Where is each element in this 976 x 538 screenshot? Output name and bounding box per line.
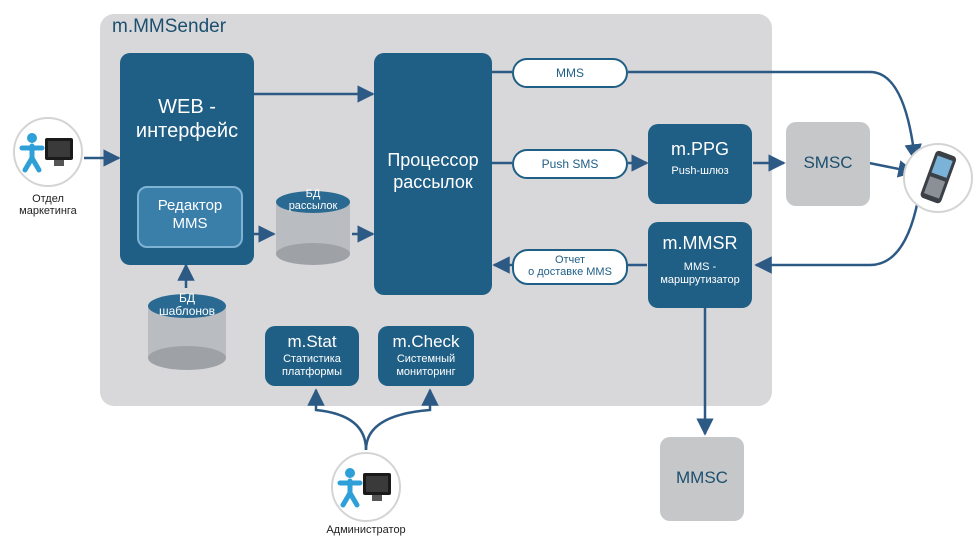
check-box: m.Check Системный мониторинг	[378, 326, 474, 386]
mmsr-box: m.MMSR MMS - маршрутизатор	[648, 222, 752, 308]
ppg-box: m.PPG Push-шлюз	[648, 124, 752, 204]
arrow-phone-mmsr	[754, 199, 920, 274]
db-mailing-line1: БД	[305, 188, 321, 200]
push-sms-pill: Push SMS	[512, 149, 628, 179]
arrow-admin-stat	[307, 388, 368, 451]
check-line1: Системный	[396, 353, 456, 365]
mmsr-line1: MMS -	[683, 261, 717, 273]
mmsr-line2: маршрутизатор	[660, 274, 740, 286]
check-title: m.Check	[392, 332, 460, 351]
stat-title: m.Stat	[287, 332, 337, 351]
smsc-label: SMSC	[803, 153, 853, 172]
marketing-label: Отдел маркетинга	[8, 193, 88, 217]
processor-box: Процессор рассылок	[374, 53, 492, 295]
mms-pill: MMS	[512, 58, 628, 88]
mmsc-box: MMSC	[660, 437, 744, 521]
arrow-admin-check	[364, 388, 439, 451]
db-templates-label: БД шаблонов	[148, 291, 226, 319]
mmsr-title: m.MMSR	[662, 233, 738, 253]
processor-line1: Процессор	[387, 150, 479, 170]
marketing-line2: маркетинга	[19, 205, 77, 218]
marketing-line1: Отдел	[32, 193, 64, 205]
ppg-title: m.PPG	[670, 139, 729, 159]
db-templates-line1: БД	[178, 291, 195, 305]
stat-box: m.Stat Статистика платформы	[265, 326, 359, 386]
stat-line1: Статистика	[283, 353, 341, 365]
web-subtitle: интерфейс	[135, 120, 239, 142]
mms-editor-box: Редактор MMS	[137, 186, 243, 248]
db-mailing-line2: рассылок	[288, 200, 338, 213]
db-mailing-label: БД рассылок	[276, 188, 350, 212]
editor-line2: MMS	[172, 215, 208, 232]
mmsc-label: MMSC	[676, 468, 728, 487]
report-pill: Отчет о доставке MMS	[512, 249, 628, 285]
processor-line2: рассылок	[393, 172, 473, 192]
ppg-subtitle: Push-шлюз	[671, 165, 729, 177]
db-templates-line2: шаблонов	[158, 304, 216, 319]
report-line2: о доставке MMS	[528, 266, 612, 278]
report-line1: Отчет	[554, 254, 586, 267]
system-title: m.MMSender	[112, 16, 227, 37]
smsc-box: SMSC	[786, 122, 870, 206]
stat-line2: платформы	[281, 366, 343, 378]
arrow-mms-phone	[628, 70, 922, 162]
web-title: WEB -	[158, 96, 216, 118]
admin-label: Администратор	[326, 524, 406, 536]
check-line2: мониторинг	[396, 366, 456, 378]
editor-line1: Редактор	[157, 197, 223, 214]
